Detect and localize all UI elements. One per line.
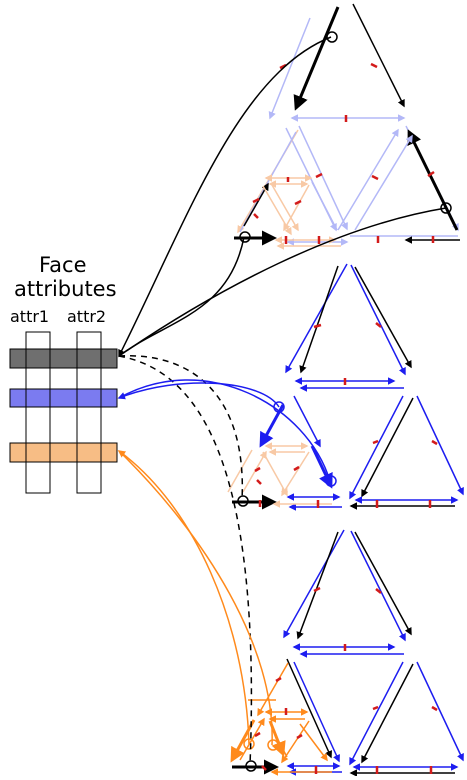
mesh-edge bbox=[354, 531, 412, 636]
attr2-label: attr2 bbox=[67, 307, 107, 326]
blue-connection-node bbox=[325, 475, 337, 487]
edge-tick bbox=[279, 63, 287, 70]
mesh-edge bbox=[416, 661, 464, 762]
middle-mesh bbox=[227, 263, 464, 511]
black-connection-node bbox=[245, 760, 257, 772]
edge-tick bbox=[293, 465, 300, 472]
top-mesh bbox=[234, 3, 460, 250]
edge-tick bbox=[254, 466, 261, 473]
edge-tick bbox=[315, 172, 323, 179]
bottom-mesh bbox=[230, 529, 464, 777]
black-connection-node bbox=[237, 495, 249, 507]
mesh-edge bbox=[262, 451, 288, 497]
orange-row-connectors bbox=[117, 450, 273, 746]
top-connection-node bbox=[326, 31, 338, 43]
edge-tick bbox=[313, 586, 321, 593]
edge-tick bbox=[375, 588, 382, 594]
attr1-label: attr1 bbox=[10, 307, 50, 326]
orange-connection-node bbox=[267, 739, 279, 751]
edge-tick bbox=[375, 322, 382, 328]
edge-tick bbox=[372, 439, 379, 445]
mesh-edge bbox=[296, 531, 339, 640]
attribute-table bbox=[9, 331, 118, 494]
mesh-edge bbox=[243, 182, 269, 227]
bottom-connection-node bbox=[239, 231, 251, 243]
mesh-edge bbox=[337, 128, 399, 231]
mesh-edge bbox=[361, 397, 414, 498]
orange-attribute-row bbox=[9, 442, 118, 463]
edge-tick bbox=[256, 479, 262, 485]
mesh-edge bbox=[299, 265, 339, 374]
edge-tick bbox=[254, 731, 261, 738]
mesh-edge bbox=[268, 17, 311, 120]
gray-row-connectors bbox=[118, 36, 447, 766]
mesh-edge bbox=[298, 125, 348, 231]
edge-tick bbox=[431, 705, 438, 712]
mesh-edge bbox=[311, 181, 338, 231]
gray-to-top-connector bbox=[118, 36, 332, 358]
mesh-edge bbox=[285, 263, 348, 374]
right-connection-node bbox=[440, 202, 452, 214]
edge-tick bbox=[294, 199, 302, 206]
mesh-edge bbox=[242, 450, 267, 493]
mesh-edge bbox=[283, 184, 310, 232]
edge-tick bbox=[275, 676, 282, 683]
mesh-edge bbox=[293, 6, 340, 111]
mesh-edge bbox=[350, 264, 406, 376]
orange-to-bottom-connector bbox=[117, 450, 250, 745]
gray-to-bottom-connector bbox=[118, 236, 245, 357]
gray-to-bottom-dashed-connector bbox=[118, 355, 253, 766]
gray-attribute-row bbox=[9, 348, 118, 369]
mesh-edge bbox=[352, 3, 405, 108]
edge-tick bbox=[431, 439, 438, 446]
blue-to-middle-right-connector bbox=[118, 379, 331, 482]
edge-tick bbox=[372, 705, 379, 711]
edge-tick bbox=[261, 765, 267, 771]
mesh-edge bbox=[350, 530, 406, 642]
gray-to-middle-dashed-connector bbox=[118, 355, 244, 501]
mesh-edge bbox=[293, 395, 321, 448]
mesh-edge bbox=[407, 129, 459, 231]
mesh-edge bbox=[354, 266, 412, 369]
mesh-edge bbox=[354, 134, 413, 231]
mesh-edge bbox=[299, 723, 328, 762]
mesh-edge bbox=[310, 445, 333, 489]
edge-tick bbox=[370, 62, 378, 69]
edge-tick bbox=[371, 174, 379, 181]
face-attributes-title-line1: Face bbox=[39, 253, 87, 277]
mesh-edge bbox=[281, 451, 310, 497]
mesh-edge bbox=[227, 449, 253, 493]
blue-row-connectors bbox=[117, 379, 331, 482]
edge-tick bbox=[313, 323, 322, 329]
edge-tick bbox=[427, 170, 435, 178]
edge-tick bbox=[253, 213, 259, 219]
mesh-edge bbox=[416, 395, 464, 496]
mesh-edge bbox=[277, 739, 288, 758]
orange-to-bottom-right-connector bbox=[118, 450, 273, 746]
gray-to-right-connector bbox=[118, 207, 447, 357]
mesh-edge bbox=[271, 184, 299, 232]
mesh-edge bbox=[257, 662, 289, 717]
mesh-edge bbox=[283, 529, 345, 639]
mesh-edge bbox=[230, 719, 256, 763]
edge-tick bbox=[252, 197, 260, 204]
blue-attribute-row bbox=[9, 388, 118, 408]
mesh-edge bbox=[361, 663, 414, 764]
face-attributes-title-line2: attributes bbox=[14, 277, 117, 301]
mesh-edge bbox=[293, 661, 340, 763]
mesh-edge bbox=[349, 661, 404, 766]
mesh-edge bbox=[349, 395, 404, 500]
edge-tick bbox=[296, 733, 303, 740]
mesh-edge bbox=[286, 658, 332, 759]
